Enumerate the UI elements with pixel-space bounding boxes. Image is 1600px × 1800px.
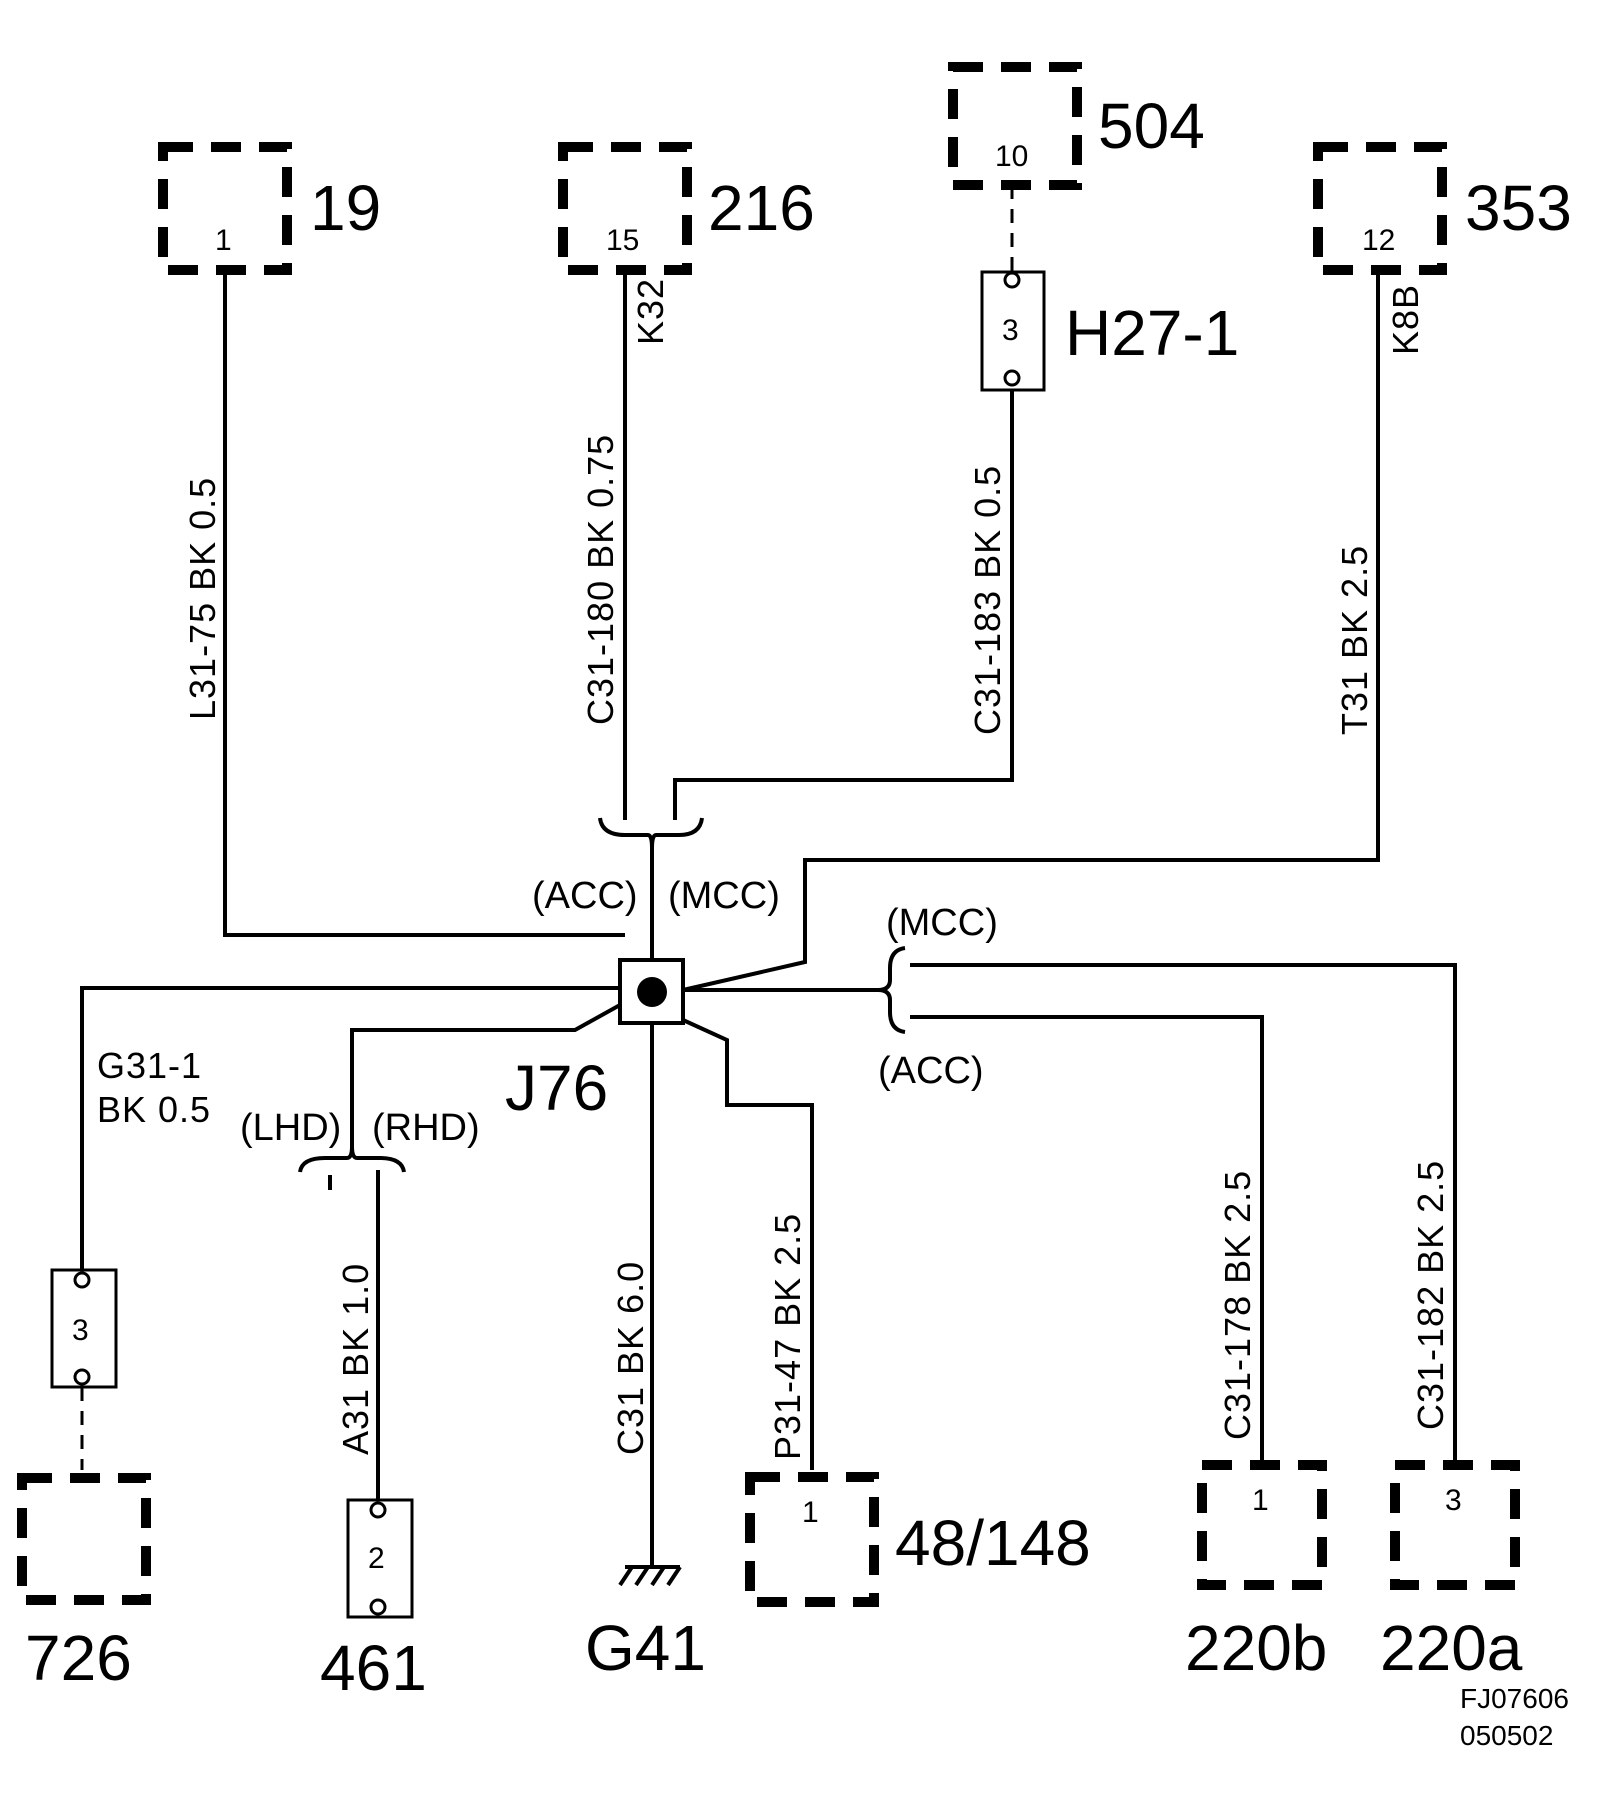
component-726-box — [17, 1473, 151, 1605]
connector-g31: 3 — [50, 1268, 118, 1470]
component-220a-box — [1390, 1460, 1520, 1590]
connector-h27-pin-top — [1003, 271, 1021, 289]
component-220b: 1 220b — [1185, 1460, 1327, 1684]
component-216-label: 216 — [708, 172, 815, 244]
label-k8b: K8B — [1385, 284, 1426, 355]
variant-rhd: (RHD) — [372, 1107, 480, 1149]
component-19: 1 19 — [158, 142, 381, 275]
ground-label: G41 — [585, 1612, 706, 1684]
connector-h27-1: 3 H27-1 — [980, 185, 1239, 392]
footer-code: FJ07606 — [1460, 1683, 1569, 1714]
top-brace — [598, 817, 704, 849]
wire-p31-47 — [682, 1018, 814, 1470]
wire-c31-183 — [673, 385, 1014, 820]
component-353-pin: 12 — [1362, 224, 1395, 257]
splice-j76: J76 — [505, 958, 685, 1124]
connector-h27-pin-bottom — [1003, 369, 1021, 387]
component-461-label: 461 — [320, 1632, 427, 1704]
component-353-box — [1313, 142, 1447, 275]
label-p31-47: P31-47 BK 2.5 — [767, 1213, 808, 1460]
component-461-pin-top — [369, 1501, 387, 1519]
wire-c31-178 — [910, 1015, 1264, 1460]
ground-hatch — [618, 1565, 682, 1587]
connector-g31-pin-top — [73, 1271, 91, 1289]
component-220a-pin: 3 — [1445, 1484, 1462, 1517]
splice-box — [618, 958, 685, 1025]
component-220a: 3 220a — [1380, 1460, 1523, 1684]
wire-l31-75 — [223, 270, 625, 937]
label-k32: K32 — [630, 278, 671, 345]
label-t31: T31 BK 2.5 — [1334, 545, 1375, 735]
component-220b-pin: 1 — [1252, 1484, 1269, 1517]
connector-g31-pin-bottom — [73, 1368, 91, 1386]
component-216: 15 216 — [558, 142, 815, 275]
component-353-label: 353 — [1465, 172, 1572, 244]
component-726-label: 726 — [25, 1622, 132, 1694]
variant-mcc-right: (MCC) — [886, 902, 998, 944]
label-g31-line2: BK 0.5 — [97, 1089, 211, 1130]
component-220b-label: 220b — [1185, 1612, 1327, 1684]
splice-dot — [637, 977, 667, 1007]
component-353: 12 353 — [1313, 142, 1572, 275]
wire-g31-1 — [80, 986, 620, 1270]
component-461: 2 461 — [320, 1498, 427, 1704]
component-216-pin: 15 — [606, 224, 639, 257]
connector-h27-pin-label: 3 — [1002, 314, 1019, 347]
variant-lhd: (LHD) — [240, 1107, 341, 1149]
connector-h27-label: H27-1 — [1065, 297, 1239, 369]
splice-label: J76 — [505, 1052, 608, 1124]
component-19-pin: 1 — [215, 224, 232, 257]
component-220a-label: 220a — [1380, 1612, 1523, 1684]
label-c31-183: C31-183 BK 0.5 — [967, 465, 1008, 735]
hd-brace — [298, 1145, 406, 1173]
component-48-box — [745, 1472, 879, 1607]
footer-date: 050502 — [1460, 1720, 1553, 1751]
variant-labels: (ACC) (MCC) (MCC) (ACC) (LHD) (RHD) — [240, 875, 998, 1149]
component-48-pin: 1 — [802, 1496, 819, 1529]
label-g31-line1: G31-1 — [97, 1045, 202, 1086]
connector-g31-pin-label: 3 — [72, 1314, 89, 1347]
component-220b-box — [1197, 1460, 1327, 1590]
variant-acc-right: (ACC) — [878, 1050, 984, 1092]
component-48-label: 48/148 — [895, 1507, 1091, 1579]
component-19-box — [158, 142, 292, 275]
wire-labels: L31-75 BK 0.5 C31-180 BK 0.75 K32 C31-18… — [97, 278, 1451, 1460]
component-216-box — [558, 142, 692, 275]
ground-g41: G41 — [585, 1565, 706, 1684]
label-c31-178: C31-178 BK 2.5 — [1217, 1170, 1258, 1440]
component-504-box — [948, 62, 1082, 190]
label-c31-180: C31-180 BK 0.75 — [580, 434, 621, 725]
right-brace — [877, 946, 906, 1034]
wire-t31 — [682, 270, 1380, 992]
wire-hd-branch — [350, 1003, 621, 1148]
wires — [80, 270, 1457, 1565]
component-19-label: 19 — [310, 172, 381, 244]
component-504-label: 504 — [1098, 90, 1205, 162]
braces — [298, 817, 906, 1190]
component-461-pin-bottom — [369, 1598, 387, 1616]
component-504-pin: 10 — [995, 140, 1028, 173]
component-48-148: 1 48/148 — [745, 1472, 1091, 1607]
wire-c31-182 — [910, 963, 1457, 1460]
label-c31-182: C31-182 BK 2.5 — [1410, 1160, 1451, 1430]
variant-mcc-top: (MCC) — [668, 875, 780, 917]
footer: FJ07606 050502 — [1460, 1683, 1569, 1751]
label-c31: C31 BK 6.0 — [610, 1261, 651, 1455]
component-726: 726 — [17, 1473, 151, 1694]
connector-g31-body — [50, 1268, 118, 1389]
variant-acc-top: (ACC) — [532, 875, 638, 917]
component-461-pin-label: 2 — [368, 1542, 385, 1575]
label-a31: A31 BK 1.0 — [335, 1263, 376, 1455]
label-l31: L31-75 BK 0.5 — [182, 477, 223, 720]
component-504: 10 504 — [948, 62, 1205, 190]
component-461-body — [346, 1498, 414, 1619]
